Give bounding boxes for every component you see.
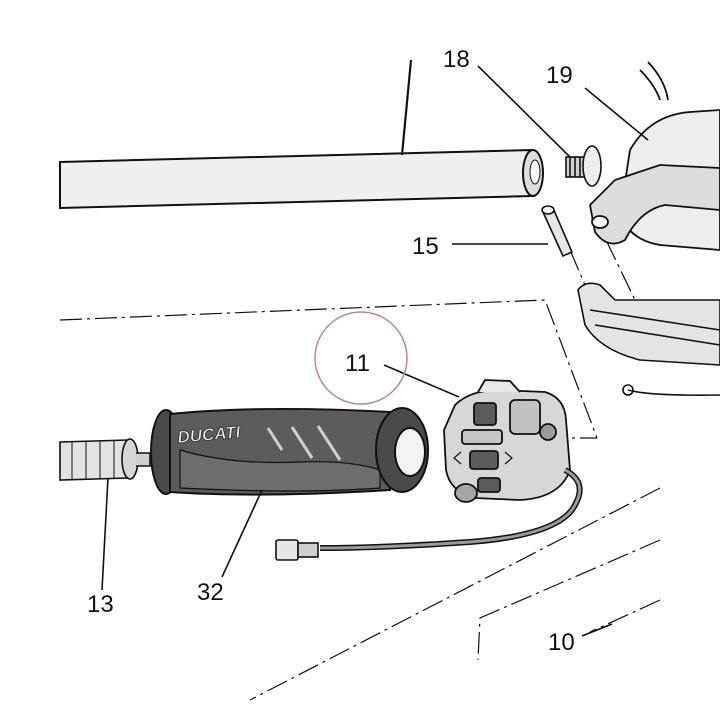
switch-cable [319, 467, 583, 551]
callout-19: 19 [546, 62, 573, 89]
throttle-tube-part-13 [59, 438, 151, 481]
callout-13: 13 [87, 591, 114, 618]
switch-housing-part-11 [443, 379, 571, 503]
leader-line-18 [477, 65, 572, 159]
leader-line-32 [221, 489, 263, 578]
leader-lines [101, 59, 649, 637]
handlebar-tube [59, 148, 544, 210]
guide-line-lever [605, 239, 636, 301]
guide-line-bottom-edge [589, 599, 661, 633]
highlight-circle-part-11 [314, 311, 408, 405]
callout-15: 15 [412, 233, 439, 260]
guide-line-bottom [477, 539, 661, 661]
leader-line-10 [581, 623, 613, 637]
callout-11: 11 [345, 350, 370, 377]
tie-rod [400, 59, 413, 156]
callout-18: 18 [443, 46, 470, 73]
callout-10: 10 [548, 629, 575, 656]
cable-connector [275, 539, 319, 561]
pin-part-15 [541, 205, 574, 258]
leader-line-11 [383, 364, 460, 398]
bar-end-plug-part-18 [565, 145, 602, 187]
leader-line-13 [101, 477, 109, 591]
lever-clamp [577, 282, 720, 396]
handle-grip-part-32 [150, 407, 429, 496]
grip-brand-mark: DUCATI [177, 422, 243, 447]
leader-line-19 [584, 87, 649, 141]
lever-bracket-part-19 [589, 61, 720, 251]
guide-line-grip-axis [59, 299, 598, 439]
guide-line-lower-right [249, 487, 661, 701]
callout-32: 32 [197, 579, 224, 606]
